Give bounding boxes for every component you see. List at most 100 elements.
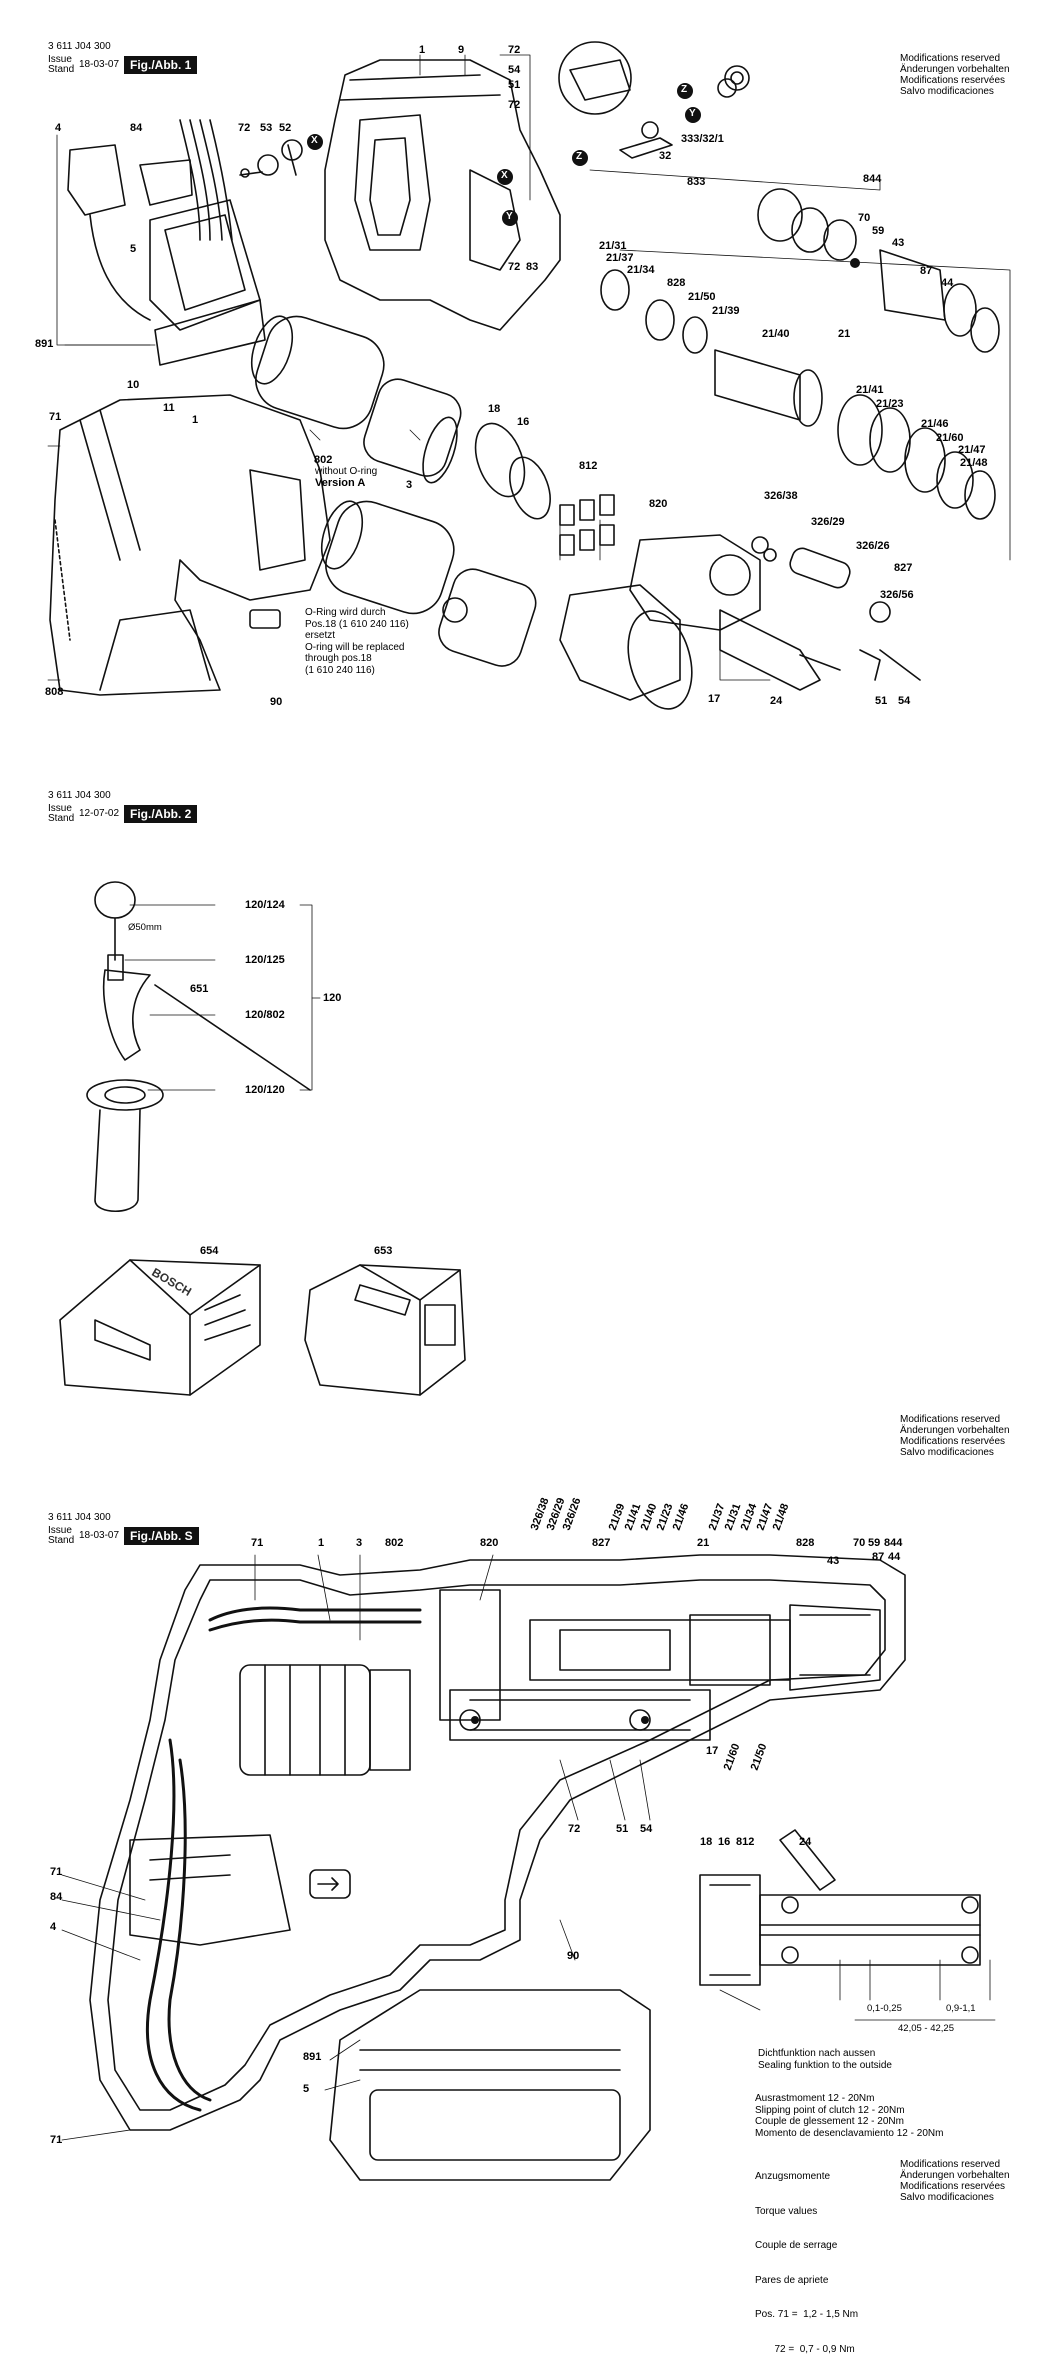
marker-z-2: Z (576, 151, 583, 162)
part-label: 4 (55, 122, 62, 134)
part-label: 43 (892, 237, 905, 249)
figS-issue-label: Issue (48, 1525, 72, 1536)
housing-left-drawing (49, 394, 331, 696)
part-label: 71 (49, 411, 62, 423)
fig2-modifications: Modifications reserved Änderungen vorbeh… (900, 1414, 1010, 1458)
part-label: 71 (50, 2134, 63, 2146)
part-label: 17 (708, 693, 721, 705)
part-label: 71 (251, 1537, 264, 1549)
sectional-switch (129, 1834, 351, 1946)
mod-line-de: Änderungen vorbehalten (900, 2170, 1010, 2181)
part-label: 5 (303, 2083, 310, 2095)
bearing-pins-drawing (559, 494, 615, 556)
part-label: 891 (35, 338, 54, 350)
sectional-dim-lines (719, 1959, 996, 2021)
part-label: 54 (898, 695, 911, 707)
detail-circle (558, 41, 632, 115)
part-label: 828 (667, 277, 686, 289)
housing-shell-drawing (324, 59, 561, 331)
marker-x-1: X (311, 135, 318, 146)
part-label: 3 (406, 479, 413, 491)
part-label: 1 (419, 44, 426, 56)
part-label: 72 (508, 44, 521, 56)
part-label: 18 (488, 403, 501, 415)
part-label: 71 (50, 1866, 63, 1878)
mod-line-fr: Modifications reservées (900, 75, 1006, 86)
mod-line-en: Modifications reserved (900, 2159, 1001, 2170)
part-label: 654 (200, 1245, 219, 1257)
part-label: 3 (356, 1537, 363, 1549)
part-label: 72 (508, 99, 521, 111)
side-handle-drawing (86, 881, 311, 1212)
part-label: 21/46 (921, 418, 949, 430)
part-label: 1 (192, 414, 199, 426)
figS-badge: Fig./Abb. S (124, 1527, 199, 1545)
oring-note-line: Pos.18 (1 610 240 116) (305, 618, 409, 630)
part-label: 44 (941, 277, 954, 289)
part-label: 833 (687, 176, 706, 188)
part-label: 828 (796, 1537, 815, 1549)
part-label: 83 (526, 261, 539, 273)
part-label: 120/125 (245, 954, 285, 966)
part-label: 51 (875, 695, 888, 707)
part-label: 16 (517, 416, 530, 428)
part-label: 812 (579, 460, 598, 472)
fig1-doc-number: 3 611 J04 300 (48, 41, 111, 52)
part-label: 4 (50, 1921, 57, 1933)
clutch-note-line: Ausrastmoment 12 - 20Nm (755, 2093, 875, 2104)
mod-line-fr: Modifications reservées (900, 2181, 1006, 2192)
part-label: 21/34 (627, 264, 655, 276)
part-label: 21 (697, 1537, 710, 1549)
clutch-note: Ausrastmoment 12 - 20Nm Slipping point o… (755, 2093, 943, 2139)
version-note: without O-ring Version A (315, 466, 377, 489)
sealing-note: Dichtfunktion nach aussen Sealing funkti… (758, 2048, 892, 2071)
exploded-drawings (47, 41, 1011, 2181)
part-label: 326/38 (764, 490, 798, 502)
part-label: 21/50 (688, 291, 716, 303)
motor-version-a-drawing (320, 500, 537, 667)
part-label: 24 (770, 695, 783, 707)
mod-line-fr: Modifications reservées (900, 1436, 1006, 1447)
part-label: 653 (374, 1245, 393, 1257)
battery-drawing (304, 1264, 466, 1396)
part-label: 44 (888, 1551, 901, 1563)
part-label: 32 (659, 150, 672, 162)
part-label: 11 (163, 402, 175, 414)
oring-note-line: through pos.18 (305, 653, 372, 664)
part-label: 844 (884, 1537, 903, 1549)
oring-note-line: ersetzt (305, 630, 336, 641)
fig2-issue-label: Issue (48, 803, 72, 814)
version-note-title: Version A (315, 476, 366, 489)
part-label: 24 (799, 1836, 812, 1848)
part-label: 21/37 (606, 252, 634, 264)
part-label: 120/802 (245, 1009, 285, 1021)
fig2-doc-number: 3 611 J04 300 (48, 790, 111, 801)
hammer-mechanism-drawing (600, 269, 996, 520)
part-label: 16 (718, 1836, 731, 1848)
part-label: 120/124 (245, 899, 285, 911)
part-label: 891 (303, 2051, 322, 2063)
part-label: 87 (872, 1551, 885, 1563)
part-label: 54 (640, 1823, 653, 1835)
torque-note-line: Pos. 71 = 1,2 - 1,5 Nm (755, 2309, 859, 2320)
part-label: 120 (323, 992, 342, 1004)
mod-line-es: Salvo modificaciones (900, 86, 994, 97)
dim-label: 0,9-1,1 (946, 2003, 976, 2014)
part-label: 827 (592, 1537, 611, 1549)
part-label: 70 (853, 1537, 866, 1549)
part-label: 59 (868, 1537, 881, 1549)
sectional-motor (239, 1664, 411, 1776)
part-label: 53 (260, 122, 273, 134)
part-label: 54 (508, 64, 521, 76)
fig1-issue-label: Issue (48, 54, 72, 65)
marker-z-1: Z (681, 84, 688, 95)
mod-line-es: Salvo modificaciones (900, 2192, 994, 2203)
sectional-battery (329, 1989, 651, 2181)
motor-drawing (250, 315, 462, 484)
fig2-stand-label: Stand (48, 813, 75, 824)
part-label: 820 (649, 498, 668, 510)
torque-note-line: Torque values (755, 2205, 818, 2217)
figS-stand-label: Stand (48, 1535, 75, 1546)
part-label: 72 (568, 1823, 581, 1835)
part-label: 17 (706, 1745, 719, 1757)
